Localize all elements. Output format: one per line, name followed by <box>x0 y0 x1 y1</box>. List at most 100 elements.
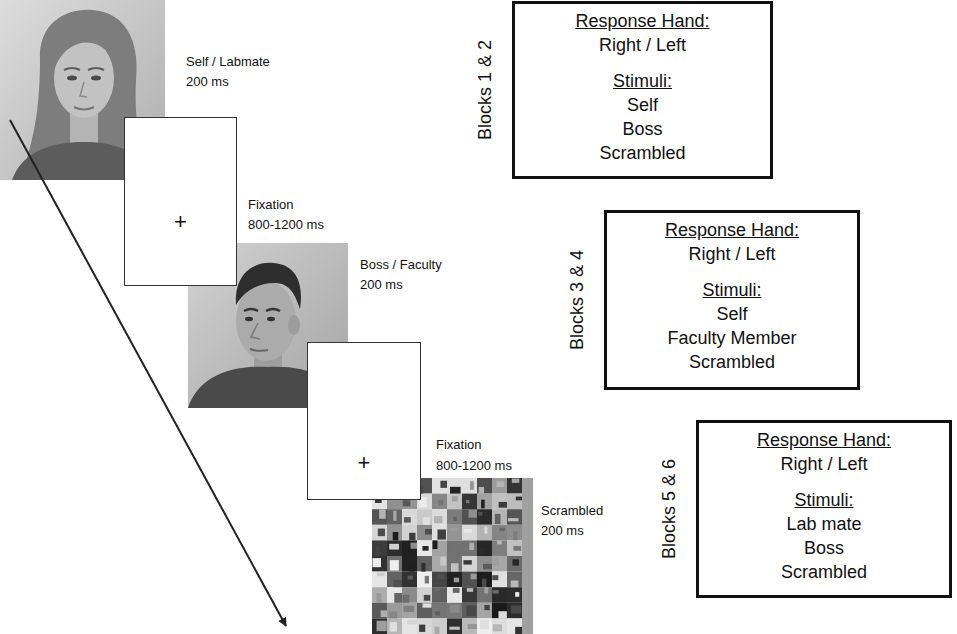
block-item: Right / Left <box>780 452 867 476</box>
scrambled-fragment <box>464 529 473 532</box>
scrambled-cell <box>462 509 477 525</box>
scrambled-fragment <box>438 500 443 505</box>
scrambled-fragment <box>403 500 411 506</box>
scrambled-fragment <box>376 547 380 556</box>
scrambled-cell <box>372 618 387 634</box>
scrambled-fragment <box>470 481 474 490</box>
scrambled-cell <box>432 478 447 494</box>
scrambled-cell <box>477 603 492 619</box>
scrambled-fragment <box>484 605 489 610</box>
eye <box>267 317 275 321</box>
scrambled-fragment <box>404 517 411 522</box>
scrambled-cell <box>477 556 492 572</box>
block-item: Right / Left <box>599 33 686 57</box>
scrambled-cell <box>447 494 462 510</box>
scrambled-cell <box>387 540 402 556</box>
block-item: Scrambled <box>689 350 775 374</box>
scrambled-fragment <box>394 593 402 603</box>
scrambled-fragment <box>495 514 501 524</box>
scrambled-cell <box>387 525 402 541</box>
scrambled-fragment <box>484 527 487 534</box>
fringe <box>54 30 114 70</box>
scrambled-cell <box>402 587 417 603</box>
scrambled-fragment <box>409 533 415 541</box>
block-item: Self <box>716 302 747 326</box>
scrambled-fragment <box>513 546 521 551</box>
stimulus-label: Boss / Faculty <box>360 256 442 274</box>
scrambled-fragment <box>482 579 486 587</box>
scrambled-cell <box>387 587 402 603</box>
scrambled-cell <box>372 509 387 525</box>
scrambled-cell <box>447 587 462 603</box>
scrambled-fragment <box>421 563 425 572</box>
scrambled-fragment <box>515 592 519 597</box>
section-heading: Stimuli: <box>794 488 853 512</box>
scrambled-fragment <box>479 487 484 494</box>
scrambled-fragment <box>437 529 446 539</box>
scrambled-cell <box>432 540 447 556</box>
brows <box>64 68 104 70</box>
section-heading: Stimuli: <box>702 278 761 302</box>
fixation-screen: + <box>307 342 421 500</box>
scrambled-fragment <box>440 481 447 488</box>
scrambled-fragment <box>434 516 442 523</box>
scrambled-fragment <box>389 612 398 619</box>
scrambled-cell <box>462 556 477 572</box>
scrambled-cell <box>462 540 477 556</box>
scrambled-cell <box>492 509 507 525</box>
scrambled-fragment <box>424 595 431 601</box>
scrambled-fragment <box>508 518 518 521</box>
scrambled-fragment <box>372 558 381 567</box>
block-item: Faculty Member <box>667 326 796 350</box>
block-box: Blocks 5 & 6Response Hand:Right / LeftSt… <box>696 420 952 598</box>
scrambled-fragment <box>411 543 417 549</box>
stimulus-label: 200 ms <box>541 522 584 540</box>
scrambled-cell <box>492 603 507 619</box>
scrambled-cell <box>507 509 522 525</box>
scrambled-cell <box>387 509 402 525</box>
scrambled-fragment <box>390 622 397 631</box>
stimulus-label: 200 ms <box>360 276 403 294</box>
scrambled-cell <box>417 509 432 525</box>
block-box: Blocks 3 & 4Response Hand:Right / LeftSt… <box>604 210 860 390</box>
scrambled-fragment <box>419 625 425 632</box>
scrambled-fragment <box>484 587 488 593</box>
scrambled-cell <box>462 587 477 603</box>
block-heading: Blocks 1 & 2 <box>474 40 496 140</box>
fixation-cross: + <box>358 451 371 475</box>
nose <box>80 82 87 97</box>
scrambled-fragment <box>511 580 519 587</box>
eye <box>91 76 101 81</box>
scrambled-cell <box>402 509 417 525</box>
scrambled-cell <box>372 556 387 572</box>
scrambled-cell <box>417 603 432 619</box>
scrambled-cell <box>432 556 447 572</box>
scrambled-cell <box>372 525 387 541</box>
scrambled-cell <box>507 556 522 572</box>
scrambled-cell <box>492 540 507 556</box>
scrambled-fragment <box>454 578 459 583</box>
label-anchor: 200 ms <box>541 522 584 540</box>
scrambled-cell <box>462 618 477 634</box>
scrambled-fragment <box>409 563 415 572</box>
scrambled-cell <box>492 572 507 588</box>
scrambled-cell <box>402 540 417 556</box>
scrambled-fragment <box>440 557 446 566</box>
scrambled-fragment <box>376 593 381 603</box>
label-anchor: Scrambled <box>541 502 603 520</box>
block-item: Scrambled <box>781 560 867 584</box>
scrambled-cell <box>402 572 417 588</box>
section-heading: Response Hand: <box>757 428 891 452</box>
scrambled-fragment <box>451 563 458 571</box>
hair <box>236 263 301 309</box>
scrambled-fragment <box>477 548 484 555</box>
scrambled-cell <box>477 572 492 588</box>
scrambled-fragment <box>467 606 477 617</box>
scrambled-fragment <box>408 576 413 580</box>
scrambled-fragment <box>493 624 502 631</box>
block-item: Right / Left <box>688 242 775 266</box>
scrambled-fragment <box>492 575 498 580</box>
scrambled-cell <box>507 618 522 634</box>
scrambled-fragment <box>407 620 417 624</box>
